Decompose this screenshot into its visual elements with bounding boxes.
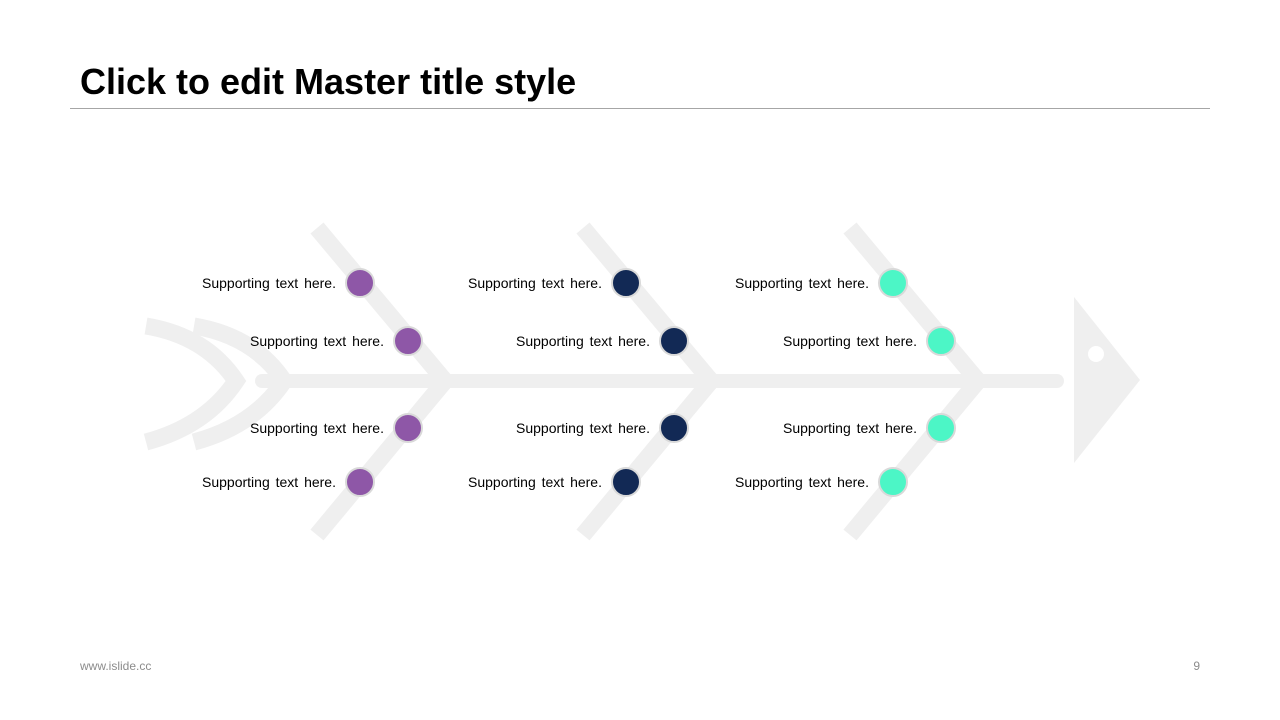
cause-node — [659, 326, 689, 356]
fish-eye — [1088, 346, 1104, 362]
supporting-text[interactable]: Supporting text here. — [516, 420, 650, 436]
supporting-text[interactable]: Supporting text here. — [783, 333, 917, 349]
tail-bone-outer — [143, 317, 247, 451]
rib-bone-upper — [576, 222, 718, 387]
footer-url[interactable]: www.islide.cc — [80, 659, 152, 673]
rib-bones — [310, 222, 985, 541]
rib-bone-upper — [310, 222, 452, 387]
page-number: 9 — [1193, 659, 1200, 673]
supporting-text[interactable]: Supporting text here. — [250, 420, 384, 436]
slide-title[interactable]: Click to edit Master title style — [80, 61, 577, 102]
cause-node — [393, 413, 423, 443]
supporting-text[interactable]: Supporting text here. — [202, 275, 336, 291]
cause-node — [345, 268, 375, 298]
supporting-text[interactable]: Supporting text here. — [468, 275, 602, 291]
supporting-text[interactable]: Supporting text here. — [202, 474, 336, 490]
rib-bone-lower — [310, 375, 452, 541]
cause-node — [926, 326, 956, 356]
cause-node — [345, 467, 375, 497]
fish-head — [1074, 297, 1140, 463]
cause-node — [926, 413, 956, 443]
rib-nodes — [345, 268, 956, 497]
rib-bone-upper — [843, 222, 985, 387]
cause-node — [659, 413, 689, 443]
supporting-text[interactable]: Supporting text here. — [468, 474, 602, 490]
title-divider — [70, 108, 1210, 109]
cause-node — [393, 326, 423, 356]
rib-bone-lower — [843, 375, 985, 541]
supporting-text[interactable]: Supporting text here. — [250, 333, 384, 349]
cause-node — [878, 268, 908, 298]
supporting-text[interactable]: Supporting text here. — [735, 474, 869, 490]
cause-node — [611, 268, 641, 298]
supporting-text[interactable]: Supporting text here. — [783, 420, 917, 436]
rib-bone-lower — [576, 375, 718, 541]
cause-node — [611, 467, 641, 497]
supporting-text[interactable]: Supporting text here. — [516, 333, 650, 349]
supporting-text[interactable]: Supporting text here. — [735, 275, 869, 291]
cause-node — [878, 467, 908, 497]
